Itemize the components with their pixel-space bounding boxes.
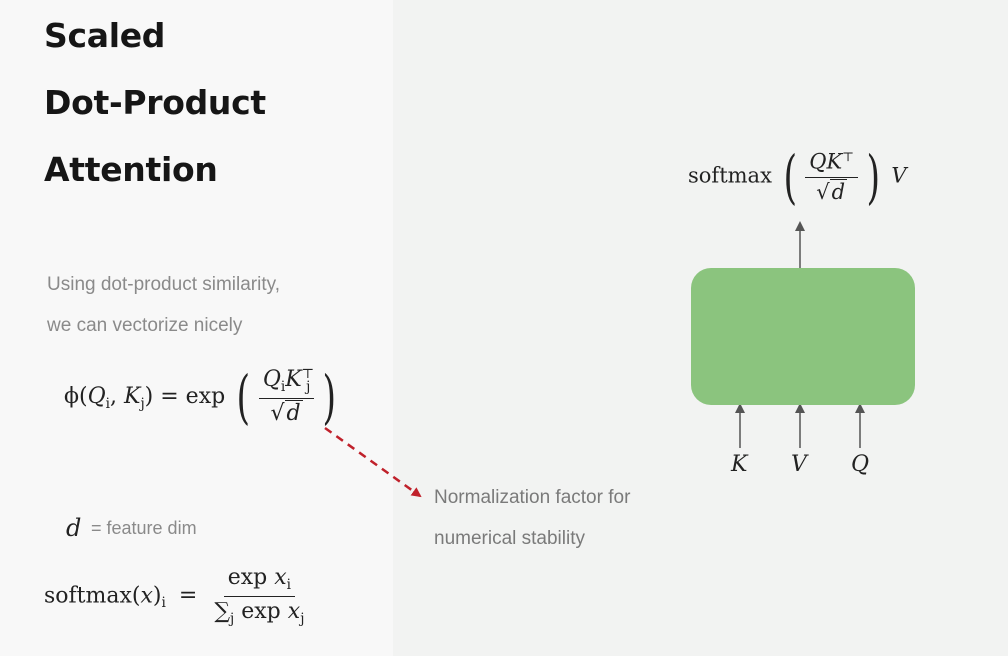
phi-sqrt: √d bbox=[270, 399, 303, 426]
phi-q-sub: i bbox=[105, 395, 110, 412]
softmax-den-x: x bbox=[287, 598, 301, 624]
softmax-lhs: softmax( bbox=[44, 583, 141, 609]
phi-fraction: QiK⊤j √d bbox=[258, 367, 315, 426]
phi-denominator: √d bbox=[271, 399, 303, 426]
output-sqrt: √d bbox=[816, 178, 848, 204]
phi-num-q-sub: i bbox=[280, 378, 286, 395]
softmax-sum: ∑ bbox=[214, 598, 231, 624]
phi-paren-open: ( bbox=[236, 363, 251, 431]
output-den-d: d bbox=[829, 178, 848, 204]
softmax-num-sub: i bbox=[286, 576, 292, 593]
softmax-formula: softmax(x)i = exp xi ∑j exp xj bbox=[44, 565, 308, 627]
softmax-close: ) bbox=[152, 583, 162, 609]
softmax-num-exp: exp bbox=[227, 565, 275, 590]
softmax-den-x-sub: j bbox=[300, 610, 305, 627]
output-paren-close: ) bbox=[866, 143, 881, 211]
output-num-q: Q bbox=[809, 149, 827, 174]
phi-num-q: Q bbox=[262, 367, 281, 393]
softmax-sub-i: i bbox=[161, 595, 166, 612]
attention-block bbox=[691, 268, 915, 405]
phi-numerator: QiK⊤j bbox=[258, 367, 315, 399]
slide-title-line-3: Attention bbox=[44, 150, 218, 189]
softmax-num-x: x bbox=[274, 565, 287, 590]
phi-lhs: ϕ( bbox=[64, 384, 88, 409]
output-num-sup: ⊤ bbox=[842, 149, 855, 165]
output-num-k: K bbox=[826, 149, 843, 174]
d-definition: = feature dim bbox=[91, 518, 197, 538]
softmax-fraction: exp xi ∑j exp xj bbox=[214, 565, 304, 627]
left-panel bbox=[0, 0, 393, 656]
phi-k-sub: j bbox=[140, 395, 145, 412]
slide-title-line-1: Scaled bbox=[44, 16, 166, 55]
phi-formula: ϕ(Qi, Kj) = exp ( QiK⊤j √d ) bbox=[64, 363, 341, 431]
phi-rhs: ) = exp bbox=[144, 384, 226, 409]
d-symbol: d bbox=[66, 514, 81, 542]
output-denominator: √d bbox=[816, 178, 848, 204]
softmax-numerator: exp xi bbox=[223, 565, 296, 597]
phi-paren-close: ) bbox=[322, 363, 337, 431]
output-v: V bbox=[891, 163, 907, 188]
output-fraction: QK⊤ √d bbox=[805, 149, 859, 204]
softmax-eq: = bbox=[178, 583, 198, 609]
phi-q: Q bbox=[87, 384, 106, 409]
output-paren-open: ( bbox=[783, 143, 797, 211]
phi-num-sup: ⊤ bbox=[301, 367, 315, 383]
output-sqrt-sign: √ bbox=[816, 179, 830, 204]
normalization-dashed-arrow bbox=[324, 426, 422, 498]
softmax-den-exp: exp bbox=[234, 598, 288, 624]
softmax-x: x bbox=[140, 583, 153, 609]
intro-line-1: Using dot-product similarity, bbox=[47, 274, 281, 295]
softmax-denominator: ∑j exp xj bbox=[214, 597, 304, 627]
d-symbol-text: d bbox=[66, 514, 82, 542]
phi-comma: , bbox=[110, 384, 124, 409]
input-label-v: V bbox=[791, 452, 807, 477]
phi-num-k-sub: j bbox=[306, 378, 311, 395]
softmax-sum-sub: j bbox=[230, 610, 235, 627]
phi-den-d: d bbox=[284, 399, 303, 426]
phi-num-k: K bbox=[285, 367, 302, 393]
input-label-k: K bbox=[731, 452, 748, 477]
phi-k: K bbox=[124, 384, 141, 409]
intro-line-2: we can vectorize nicely bbox=[47, 315, 243, 336]
phi-sqrt-sign: √ bbox=[270, 400, 285, 426]
output-formula: softmax ( QK⊤ √d ) V bbox=[688, 148, 907, 206]
input-label-q: Q bbox=[851, 452, 870, 477]
slide-title-line-2: Dot-Product bbox=[44, 83, 266, 122]
annotation-line-2: numerical stability bbox=[434, 528, 585, 549]
output-numerator: QK⊤ bbox=[805, 149, 859, 178]
annotation-line-1: Normalization factor for bbox=[434, 487, 631, 508]
output-softmax: softmax bbox=[688, 163, 772, 188]
